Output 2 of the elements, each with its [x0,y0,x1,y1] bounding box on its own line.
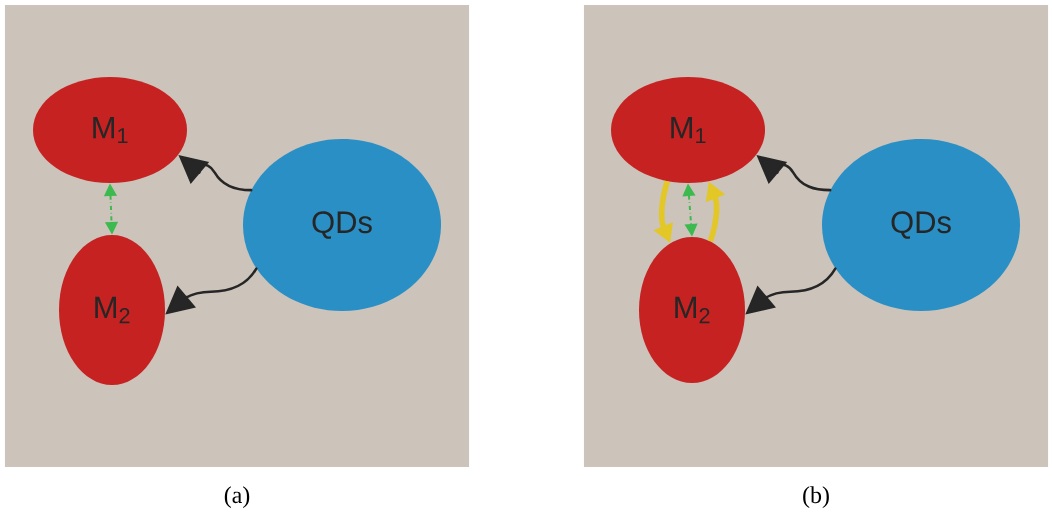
panel-caption: (b) [803,486,829,508]
panel-caption: (a) [224,486,250,508]
